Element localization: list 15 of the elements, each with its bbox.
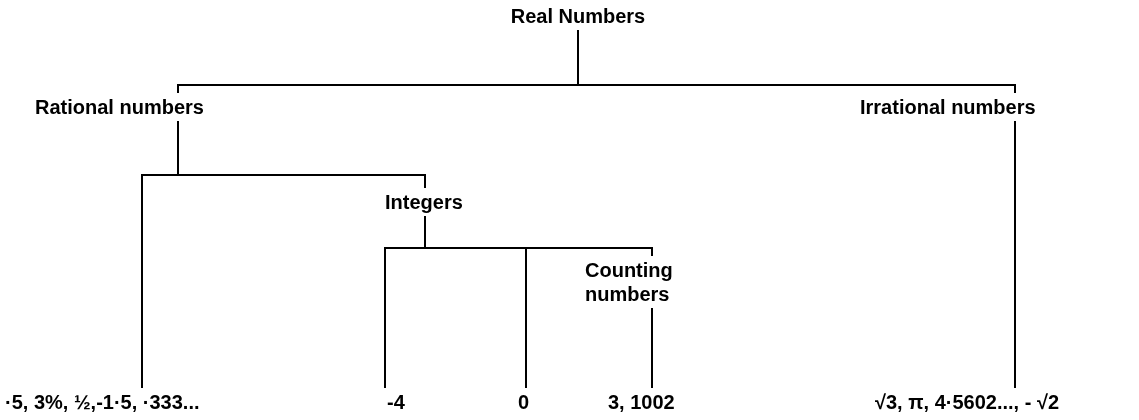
node-label: Irrational numbers: [860, 95, 1036, 119]
node-label: -4: [387, 390, 405, 414]
connector-line: [577, 29, 1016, 94]
connector-line: [651, 307, 653, 389]
node-label: Real Numbers: [510, 4, 646, 28]
node-label: Rational numbers: [35, 95, 204, 119]
node-label: Counting numbers: [585, 258, 700, 306]
node-label: 3, 1002: [608, 390, 675, 414]
connector-line: [177, 120, 426, 189]
connector-line: [1014, 120, 1016, 389]
node-label: √3, π, 4·5602..., - √2: [875, 390, 1059, 414]
node-label: Integers: [385, 190, 463, 214]
node-label: ·5, 3%, ½,-1·5, ·333...: [5, 390, 200, 414]
connector-line: [424, 215, 653, 257]
node-label: 0: [518, 390, 530, 414]
